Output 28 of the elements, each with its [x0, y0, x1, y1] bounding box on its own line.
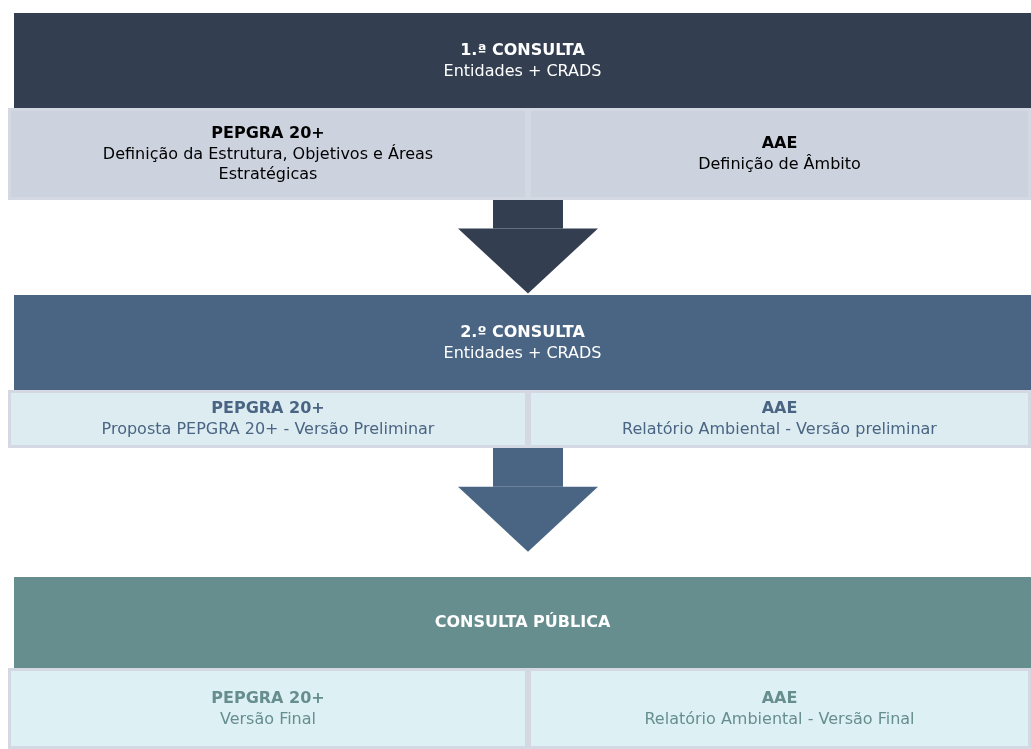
stage-title: 2.º CONSULTA [460, 321, 585, 343]
block-arrow [458, 448, 598, 552]
stage-description: Relatório Ambiental - Versão Final [644, 708, 915, 730]
stage-description: Versão Final [220, 708, 316, 730]
stage-detail-box [8, 390, 528, 448]
stage-title: AAE [761, 398, 798, 419]
stage-detail-box [8, 668, 528, 749]
stage-detail-box [528, 108, 1031, 200]
stage-description: Entidades + CRADS [443, 342, 602, 364]
stage-description: Proposta PEPGRA 20+ - Versão Preliminar [101, 419, 435, 440]
stage-description: Entidades + CRADS [443, 60, 602, 82]
stage-header-band [14, 577, 1031, 668]
stage-description: Definição da Estrutura, Objetivos e Áreas Estratégicas [101, 143, 435, 186]
stage-title: AAE [761, 133, 798, 154]
stage-title: 1.ª CONSULTA [460, 39, 585, 61]
stage-description: Relatório Ambiental - Versão preliminar [622, 419, 937, 440]
stage-title: PEPGRA 20+ [211, 122, 325, 144]
stage-header-band [14, 13, 1031, 108]
stage-title: PEPGRA 20+ [211, 398, 325, 419]
stage-description: Definição de Âmbito [698, 154, 861, 175]
stage-title: CONSULTA PÚBLICA [434, 612, 611, 633]
stage-title: PEPGRA 20+ [211, 687, 325, 709]
stage-detail-box [8, 108, 528, 200]
stage-header-band [14, 295, 1031, 390]
stage-detail-box [528, 390, 1031, 448]
stage-detail-box [528, 668, 1031, 749]
block-arrow [458, 200, 598, 294]
stage-title: AAE [761, 687, 798, 709]
